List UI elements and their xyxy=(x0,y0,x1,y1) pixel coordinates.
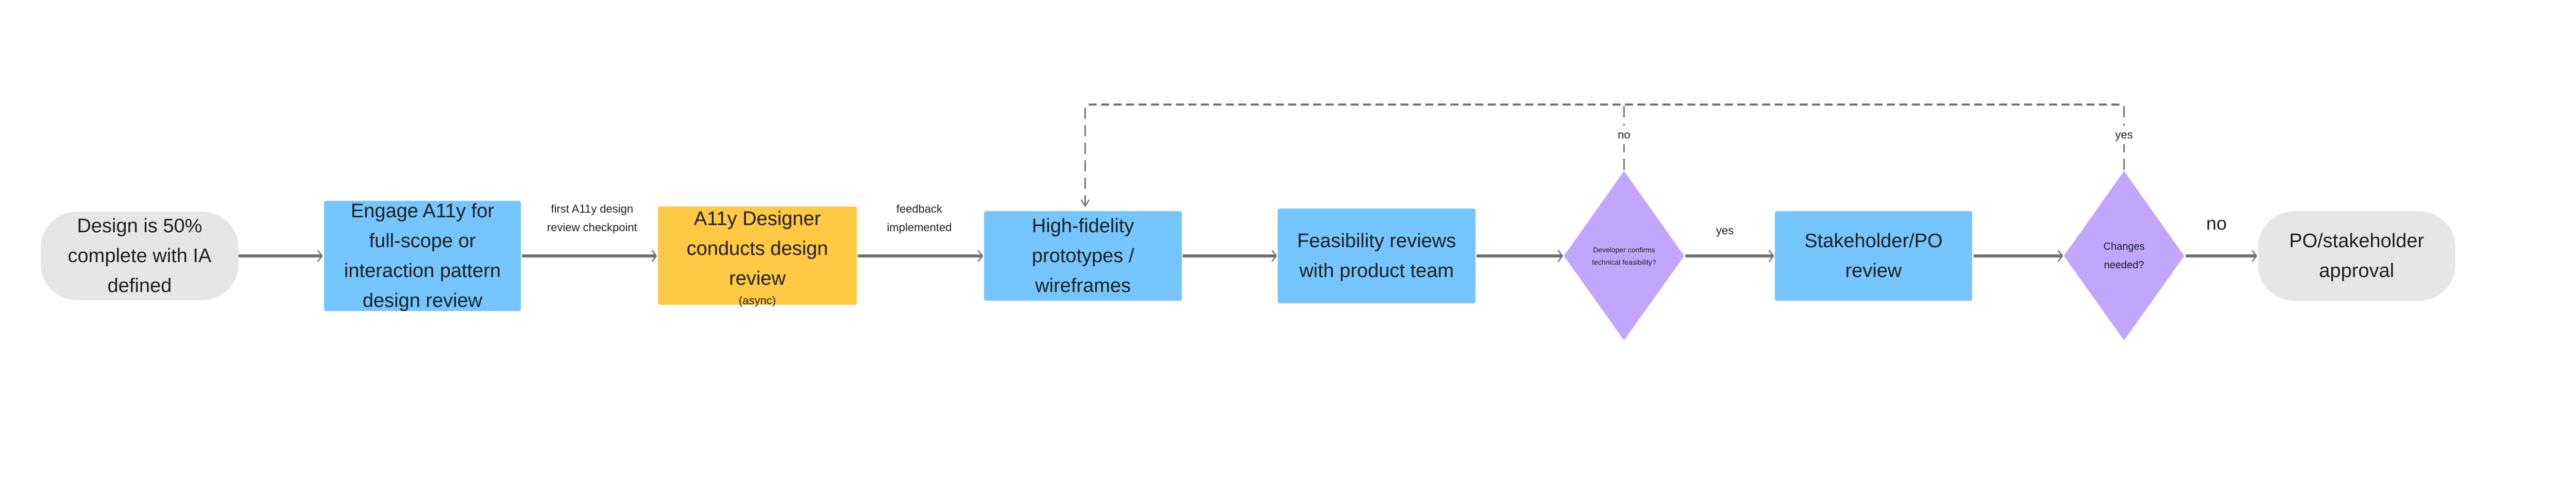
start-node: Design is 50% complete with IA defined xyxy=(41,212,239,300)
stakeholder-text: Stakeholder/PO review xyxy=(1804,230,1943,282)
decision-feasibility-diamond xyxy=(1564,171,1685,340)
edge-label-checkpoint: first A11y design review checkpoint xyxy=(547,202,637,234)
edge-label-changes-yes: yes xyxy=(2115,126,2133,144)
decision-feasibility-text: Developer confirms technical feasibility… xyxy=(1591,246,1656,266)
feasibility-text: Feasibility reviews with product team xyxy=(1297,230,1456,282)
engage-a11y-node: Engage A11y for full-scope or interactio… xyxy=(324,200,521,312)
hifi-node: High-fidelity prototypes / wireframes xyxy=(984,211,1182,301)
end-node: PO/stakeholder approval xyxy=(2258,211,2455,301)
a11y-review-title: A11y Designer conducts design review xyxy=(686,208,828,289)
edge-label-feedback: feedback implemented xyxy=(887,202,952,234)
feasibility-node: Feasibility reviews with product team xyxy=(1278,209,1476,303)
decision-changes-text: Changes needed? xyxy=(2103,241,2145,271)
end-text: PO/stakeholder approval xyxy=(2289,230,2425,282)
edge-label-changes-no: no xyxy=(2206,213,2227,234)
hifi-text: High-fidelity prototypes / wireframes xyxy=(1031,215,1134,297)
decision-changes-diamond xyxy=(2063,171,2184,340)
loop-back-dashed-line xyxy=(1085,104,2125,206)
engage-text: Engage A11y for full-scope or interactio… xyxy=(344,200,501,312)
a11y-review-note: (async) xyxy=(738,294,776,307)
stakeholder-node: Stakeholder/PO review xyxy=(1774,211,1972,301)
edge-label-feasible-yes: yes xyxy=(1716,224,1734,237)
edge-label-feasible-no: no xyxy=(1618,126,1631,144)
a11y-review-node: A11y Designer conducts design review (as… xyxy=(658,206,857,307)
start-text: Design is 50% complete with IA defined xyxy=(67,215,212,297)
